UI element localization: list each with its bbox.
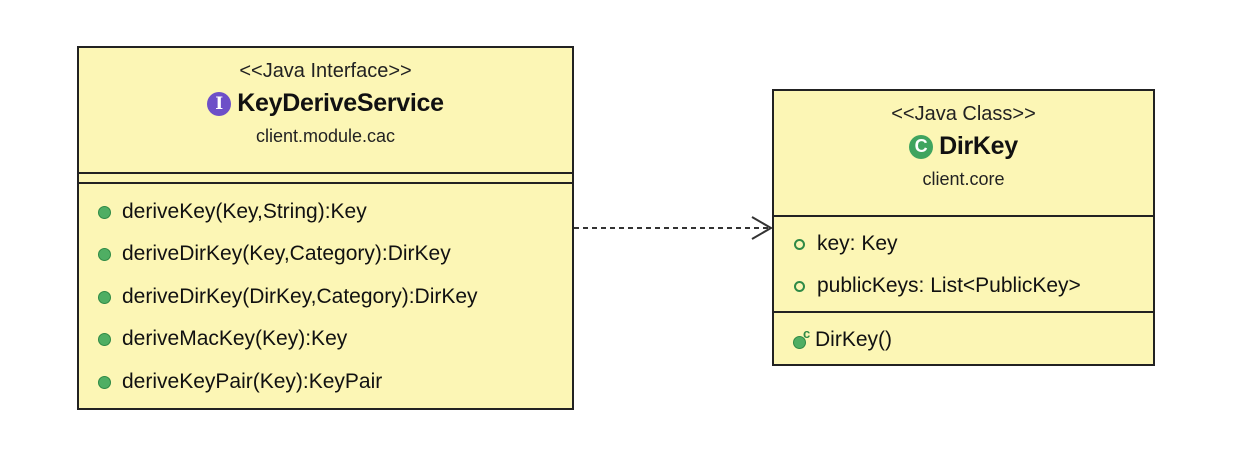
field-row[interactable]: key: Key — [794, 232, 1153, 256]
method-row[interactable]: deriveDirKey(Key,Category):DirKey — [98, 242, 572, 266]
public-method-icon — [98, 247, 111, 261]
field-label: publicKeys: List<PublicKey> — [817, 274, 1081, 297]
class-stereotype: <<Java Class>> — [891, 103, 1036, 125]
method-label: deriveDirKey(Key,Category):DirKey — [122, 242, 451, 265]
method-row[interactable]: deriveKeyPair(Key):KeyPair — [98, 370, 572, 394]
method-label: deriveKey(Key,String):Key — [122, 200, 367, 223]
constructor-row[interactable]: c DirKey() — [791, 326, 1153, 352]
class-dirkey[interactable]: <<Java Class>> C DirKey client.core key:… — [772, 89, 1155, 366]
attributes-divider — [79, 172, 572, 174]
interface-keyderiveservice[interactable]: <<Java Interface>> I KeyDeriveService cl… — [77, 46, 574, 410]
methods-divider — [774, 311, 1153, 313]
method-label: deriveDirKey(DirKey,Category):DirKey — [122, 285, 478, 308]
constructor-icon: c — [791, 326, 813, 351]
method-label: deriveKeyPair(Key):KeyPair — [122, 370, 383, 393]
fields-divider — [774, 215, 1153, 217]
method-row[interactable]: deriveMacKey(Key):Key — [98, 327, 572, 351]
public-method-icon — [98, 332, 111, 346]
public-method-icon — [98, 205, 111, 219]
methods-divider — [79, 182, 572, 184]
method-row[interactable]: deriveDirKey(DirKey,Category):DirKey — [98, 285, 572, 309]
method-row[interactable]: deriveKey(Key,String):Key — [98, 200, 572, 224]
class-package: client.core — [922, 169, 1005, 189]
method-label: deriveMacKey(Key):Key — [122, 327, 348, 350]
interface-stereotype: <<Java Interface>> — [239, 60, 412, 82]
class-icon: C — [909, 134, 934, 159]
public-method-icon — [98, 375, 111, 389]
field-icon — [794, 238, 805, 250]
field-label: key: Key — [817, 232, 898, 255]
constructor-label: DirKey() — [815, 328, 892, 351]
class-name: DirKey — [939, 132, 1018, 160]
field-row[interactable]: publicKeys: List<PublicKey> — [794, 274, 1153, 298]
public-method-icon — [98, 290, 111, 304]
interface-icon: I — [207, 91, 232, 116]
interface-package: client.module.cac — [255, 126, 396, 146]
interface-name: KeyDeriveService — [237, 89, 444, 117]
field-icon — [794, 280, 805, 292]
